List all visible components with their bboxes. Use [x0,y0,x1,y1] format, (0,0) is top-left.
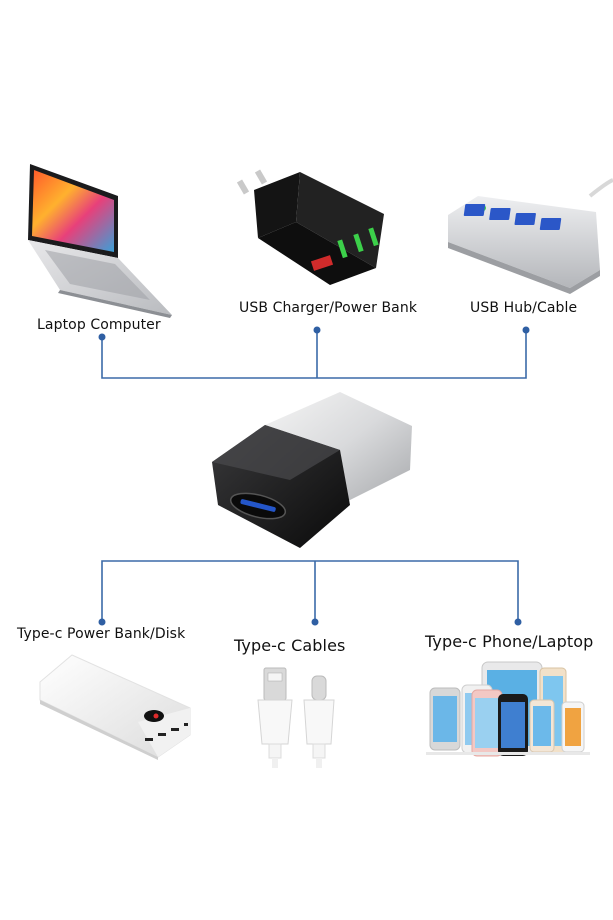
connector-dot-powerbank [98,618,106,626]
connector-dot-cables [311,618,319,626]
label-usb-charger-power-bank: USB Charger/Power Bank [239,300,418,316]
label-type-c-cables: Type-c Cables [234,636,346,655]
bottom-connector-path [101,560,519,622]
label-type-c-phone-laptop: Type-c Phone/Laptop [425,632,594,651]
label-laptop-computer: Laptop Computer [37,317,161,333]
connector-dot-hub [522,326,530,334]
connector-dot-phones [514,618,522,626]
label-usb-hub-cable: USB Hub/Cable [470,300,578,316]
connector-dot-laptop [98,333,106,341]
connector-dot-charger [313,326,321,334]
label-type-c-power-bank-disk: Type-c Power Bank/Disk [17,626,186,642]
top-connector-path [101,330,527,379]
